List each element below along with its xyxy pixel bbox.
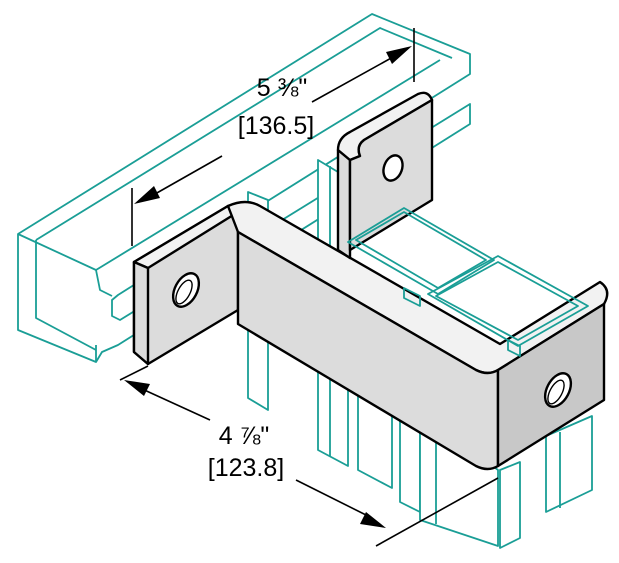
end-face-hole-inner	[547, 379, 565, 405]
horizontal-channel	[17, 13, 471, 363]
depth-label-metric: [123.8]	[207, 454, 285, 482]
width-dimension	[131, 28, 415, 246]
depth-label-imperial: 4 ⅞"	[218, 422, 270, 450]
depth-dimension	[119, 365, 499, 547]
left-arm-hole-inner	[175, 279, 193, 305]
left-arm-hole-icon	[171, 272, 201, 308]
mounting-holes	[171, 154, 573, 408]
end-face-hole-icon	[543, 372, 573, 408]
upper-arm-hole-icon	[382, 154, 404, 182]
width-label-imperial: 5 ⅜"	[256, 74, 308, 102]
width-label-metric: [136.5]	[237, 112, 315, 140]
channel-openings	[347, 207, 589, 357]
